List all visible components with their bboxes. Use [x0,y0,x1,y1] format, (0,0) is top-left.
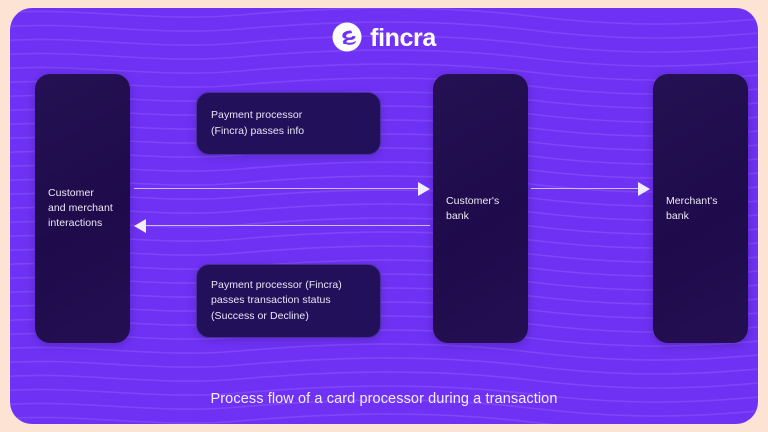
message-box-payment-processor-passes-status: Payment processor (Fincra)passes transac… [196,264,381,338]
message-label-bottom: Payment processor (Fincra)passes transac… [211,279,342,322]
connector-line [144,225,430,226]
connector-customers-bank-to-merchants-bank [531,182,650,196]
message-box-payment-processor-passes-info: Payment processor(Fincra) passes info [196,92,381,155]
connector-customer-to-customers-bank [134,182,430,196]
message-label-top: Payment processor(Fincra) passes info [211,109,305,137]
connector-customers-bank-to-customer [134,219,430,233]
connector-line [531,188,640,189]
diagram-caption: Process flow of a card processor during … [210,391,558,407]
arrow-left-icon [134,219,146,233]
brand-logo: fincra [10,22,758,52]
brand-wordmark: fincra [370,23,436,52]
arrow-right-icon [638,182,650,196]
arrow-right-icon [418,182,430,196]
connector-line [134,188,420,189]
fincra-logo-icon [332,22,362,52]
